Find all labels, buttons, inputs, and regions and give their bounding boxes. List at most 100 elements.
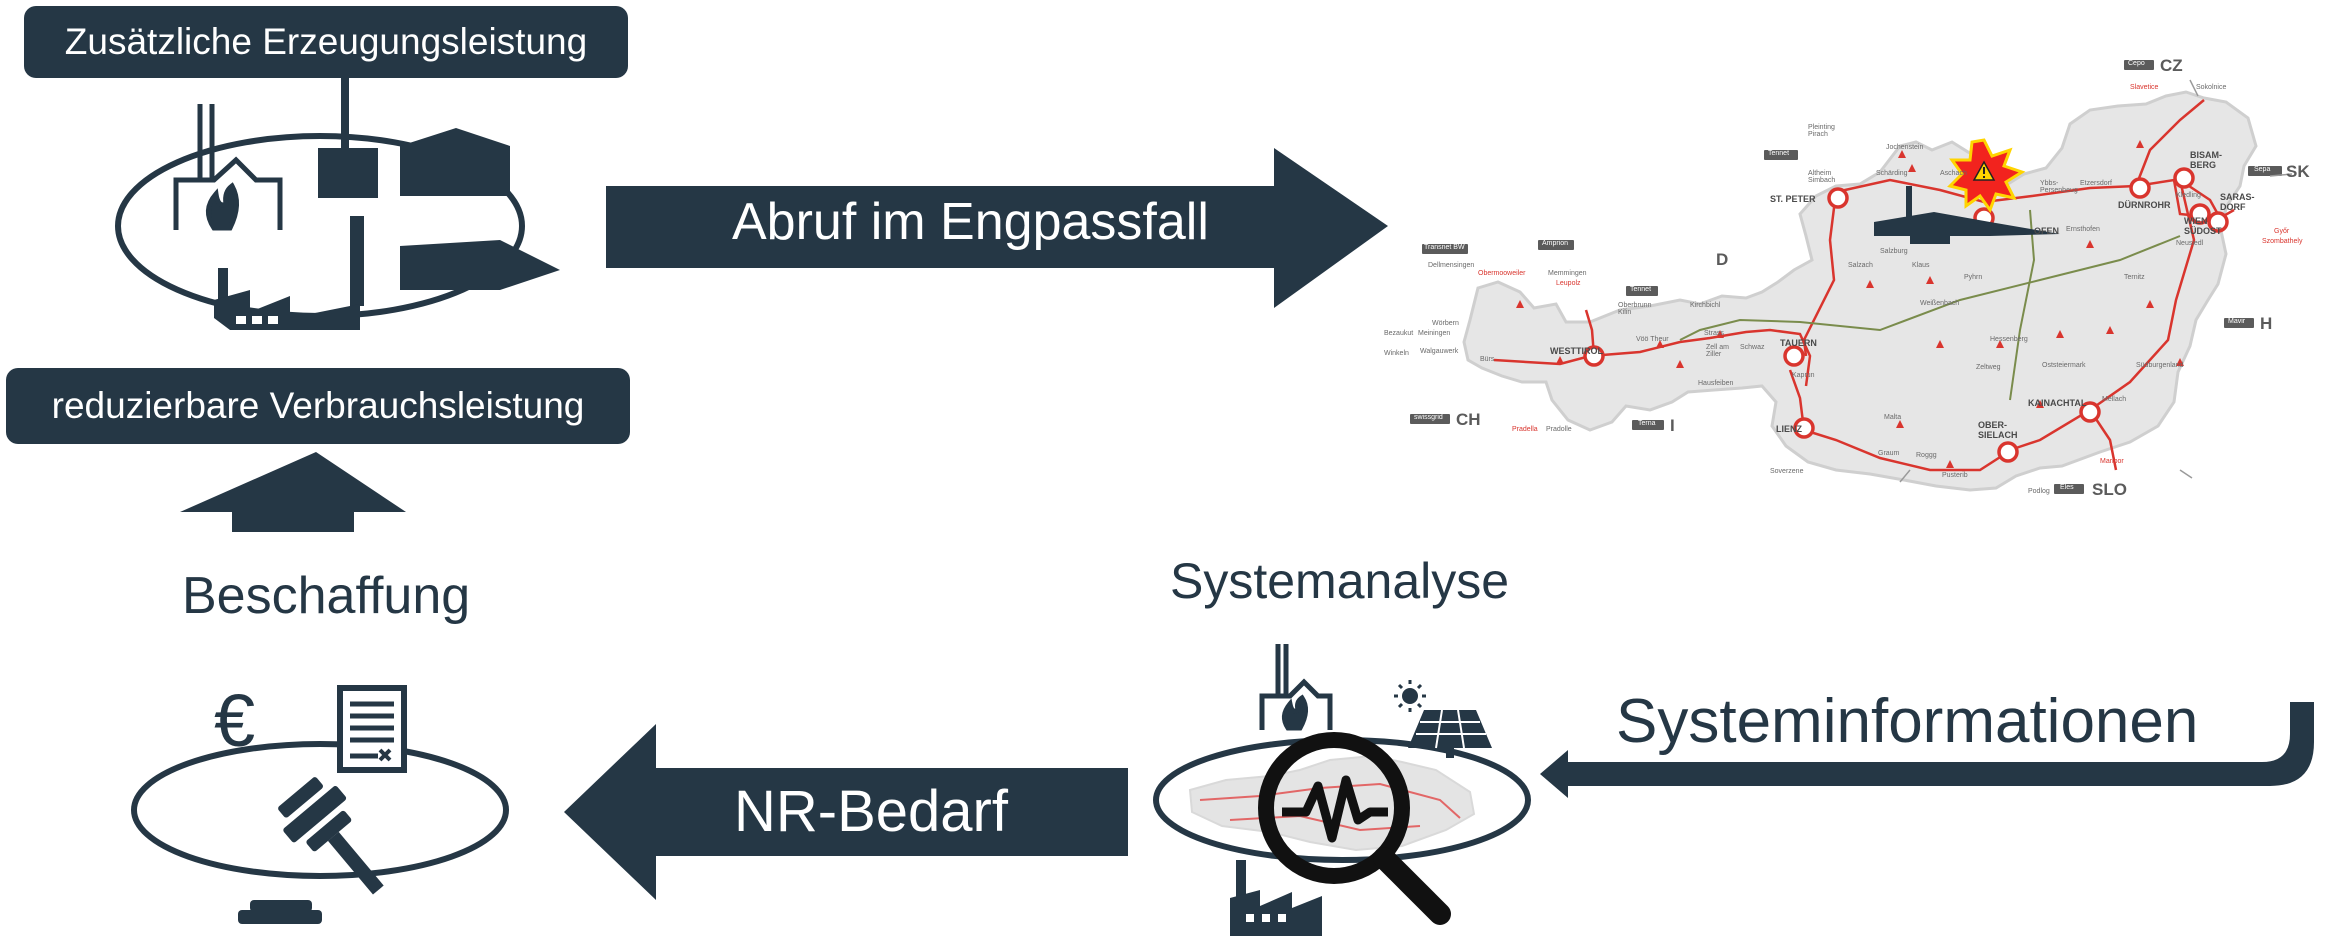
map-place: Zeltweg [1976,364,2001,371]
call-off-arrow [606,148,1388,308]
map-place: Altheim Simbach [1808,170,1836,184]
alert-starburst-icon [1947,138,2026,214]
factory-small-icon [1230,860,1322,936]
map-place: Schwaz [1740,344,1765,351]
austria-outline [1462,90,2258,492]
map-place: Pradolle [1546,426,1572,433]
map-place: Pyhrn [1964,274,1983,281]
power-plant-icon [318,74,510,198]
euro-icon: € [214,679,256,762]
map-place: Wörbern [1432,320,1459,327]
generation-capacity-box: Zusätzliche Erzeugungsleistung [24,6,628,78]
generation-icon-group [115,74,560,330]
map-power-plant-icon [1874,186,2060,244]
map-country-cz: CZ [2160,56,2183,75]
austria-grid-map [1410,60,2293,494]
map-place: Mellach [2102,396,2127,403]
map-tag-tennet-2: Tennet [1630,286,1652,293]
map-place: Pradella [1512,426,1538,433]
map-place: Obermooweiler [1478,270,1526,277]
map-place: Walgauwerk [1420,348,1459,355]
auction-ellipse [131,741,509,879]
map-substation-st-peter: ST. PETER [1770,194,1816,204]
country-tags [1410,60,2282,494]
map-place: Bezaukut [1384,330,1414,337]
map-place: Graum [1878,450,1900,457]
factory-icon [214,216,560,330]
map-place: Leupolz [1556,280,1581,287]
map-place: Kledling [2176,192,2201,199]
map-place: Podlog [2028,488,2050,495]
auction-icon-group [131,685,509,924]
map-place: Roggg [1916,452,1937,459]
map-country-h: H [2260,314,2273,333]
map-substation-duernrohr: DÜRNROHR [2118,200,2171,210]
map-place: Ernsthofen [2066,226,2100,233]
map-place: Zell am Ziller [1706,344,1729,358]
consumption-capacity-box: reduzierbare Verbrauchsleistung [6,368,630,444]
map-place: Hessenberg [1990,336,2028,343]
demand-label: NR-Bedarf [734,779,1008,844]
map-tag-amprion: Amprion [1542,240,1569,247]
map-tag-h: Mavir [2228,318,2246,325]
system-analysis-group [1153,644,1531,936]
map-substation-bisamberg: BISAM-BERG [2190,150,2222,170]
map-country-d: D [1716,250,1729,269]
map-place: Slavetice [2130,84,2159,91]
map-place: Salzach [1848,262,1873,269]
map-place: Südburgenland [2136,362,2184,369]
map-substation-obersielach: OBER-SIELACH [1978,420,2018,440]
map-place: Kirchbichl [1690,302,1721,309]
document-icon [337,685,407,773]
map-substation-wien-suedost: WIEN SÜDOST [2184,216,2222,236]
map-place: Ybbs-Persenbeug [2040,180,2078,194]
map-substation-ofen: OFEN [2034,226,2060,236]
map-country-slo: SLO [2092,480,2127,499]
map-substation-sarasdorf: SARAS-DORF [2220,192,2255,212]
map-place: Vöö Theur [1636,336,1669,343]
map-tag-slo: Eles [2060,484,2074,491]
map-place: Ternitz [2124,274,2145,281]
map-place: Oberbrunn Kilin [1618,302,1652,316]
map-place: Bürs [1480,356,1495,363]
map-place: Hausfeiben [1698,380,1734,387]
map-place: Pleinting Pirach [1808,124,1835,138]
map-tag-sk: Sepa [2254,166,2271,173]
map-substation-kainachtal: KAINACHTAL [2028,398,2087,408]
map-tag-tennet-1: Tennet [1768,150,1790,157]
map-substation-westtirol: WESTTIROL [1550,346,1603,356]
map-tag-ch: swissgrid [1414,414,1443,421]
map-tag-cz: Cepo [2128,60,2145,67]
map-place: Oststeiermark [2042,362,2086,369]
consumption-capacity-label: reduzierbare Verbrauchsleistung [51,385,585,426]
solar-panel-icon [1394,680,1492,758]
map-place: Sokolnice [2196,84,2227,91]
map-place: Pusterib [1942,472,1968,479]
gavel-icon [238,777,384,924]
system-info-arrow [1540,702,2314,798]
map-place: Meiningen [1418,330,1451,337]
map-place: Kaprun [1792,372,1815,379]
map-place: Győr [2274,228,2290,235]
map-place: Soverzene [1770,468,1804,475]
procurement-up-arrow [180,452,406,532]
map-place: Memmingen [1548,270,1587,277]
map-place: Salzburg [1880,248,1908,255]
demand-arrow [564,724,1128,900]
map-place: Maribor [2100,458,2124,465]
map-country-ch: CH [1456,410,1481,429]
map-place: Strass [1704,330,1724,337]
map-place: Schärding [1876,170,1908,177]
map-country-i: I [1670,416,1675,435]
magnifier-icon [1258,732,1451,925]
map-tag-transnet: Transnet BW [1424,244,1465,251]
system-info-label: Systeminformationen [1616,687,2199,756]
map-place: Neusiedl [2176,240,2204,247]
factory-flame-small-icon [1259,644,1333,731]
system-analysis-title: Systemanalyse [1170,553,1510,609]
map-substation-lienz: LIENZ [1776,424,1802,434]
map-place: Dellmensingen [1428,262,1475,269]
substation-markers [1583,167,2229,463]
generation-capacity-label: Zusätzliche Erzeugungsleistung [64,21,588,62]
